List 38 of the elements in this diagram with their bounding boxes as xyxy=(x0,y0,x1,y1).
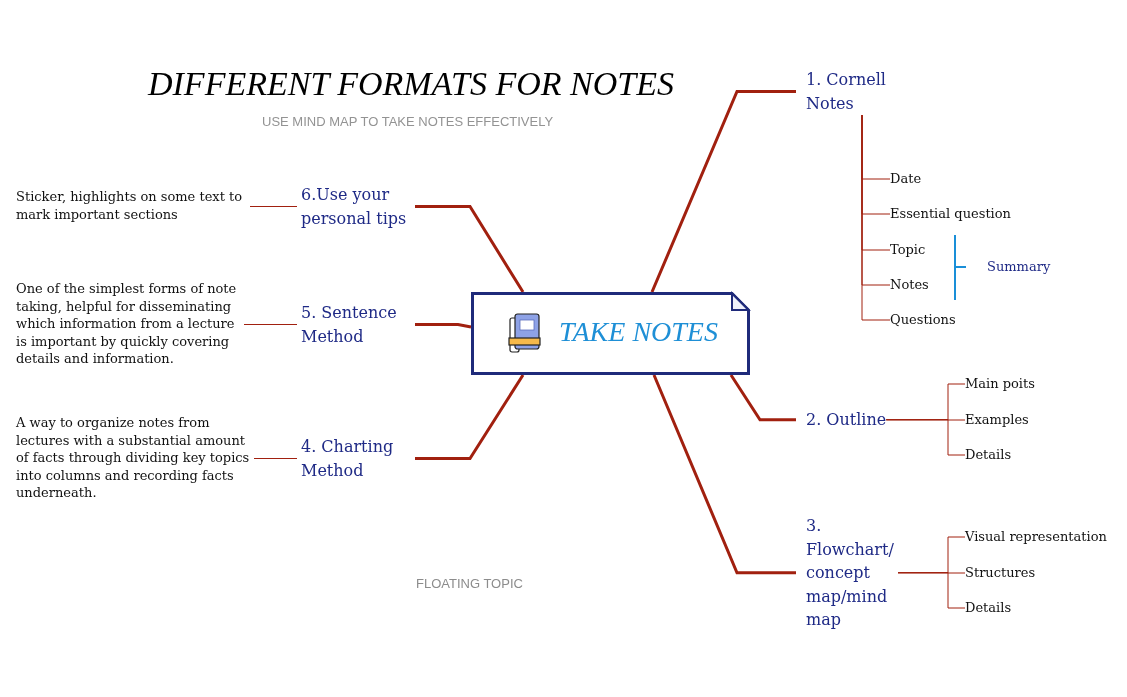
subtopic: Main poits xyxy=(965,375,1035,393)
summary-label: Summary xyxy=(987,258,1051,276)
connector-line xyxy=(897,572,966,609)
subtopic: Questions xyxy=(890,311,956,329)
subtopic: Examples xyxy=(965,411,1029,429)
subtopic: Date xyxy=(890,170,922,188)
subtopic: Structures xyxy=(965,564,1036,582)
subtopic: Topic xyxy=(890,241,926,259)
branch-line xyxy=(415,205,525,293)
connector-line xyxy=(885,419,966,456)
floating-topic: FLOATING TOPIC xyxy=(416,576,523,592)
branch-line xyxy=(415,323,472,329)
description-text: A way to organize notes from lectures with a substantial amount of facts through dividing key topics into columns and recording facts underneath. xyxy=(16,414,254,502)
branch-topic: 2. Outline xyxy=(796,408,887,432)
central-topic-card xyxy=(471,292,750,375)
branch-topic: 3. Flowchart/ concept map/mind map xyxy=(796,514,898,632)
subtopic: Notes xyxy=(890,276,929,294)
connector-line xyxy=(249,206,298,207)
central-topic-text: TAKE NOTES xyxy=(559,316,718,348)
subtopic: Essential question xyxy=(890,205,1011,223)
subtopic: Details xyxy=(965,446,1012,464)
description-text: One of the simplest forms of note taking, helpful for disseminating which information from a lecture is important by quickly covering details and information. xyxy=(16,280,244,368)
branch-line xyxy=(415,374,525,460)
connector-line xyxy=(243,324,298,325)
branch-line xyxy=(729,374,796,422)
branch-topic: 5. Sentence Method xyxy=(297,301,415,348)
description-text: Sticker, highlights on some text to mark important sections xyxy=(16,188,250,223)
branch-topic: 1. Cornell Notes xyxy=(796,68,898,115)
connector-line xyxy=(253,458,298,459)
branch-line xyxy=(650,90,796,293)
subtitle: USE MIND MAP TO TAKE NOTES EFFECTIVELY xyxy=(262,114,554,130)
branch-topic: 6.Use your personal tips xyxy=(297,183,415,230)
subtopic: Details xyxy=(965,599,1012,617)
connector-line xyxy=(861,114,891,321)
branch-line xyxy=(652,374,796,575)
title: DIFFERENT FORMATS FOR NOTES xyxy=(148,64,674,104)
subtopic: Visual representation xyxy=(965,528,1107,546)
branch-topic: 4. Charting Method xyxy=(297,435,415,482)
